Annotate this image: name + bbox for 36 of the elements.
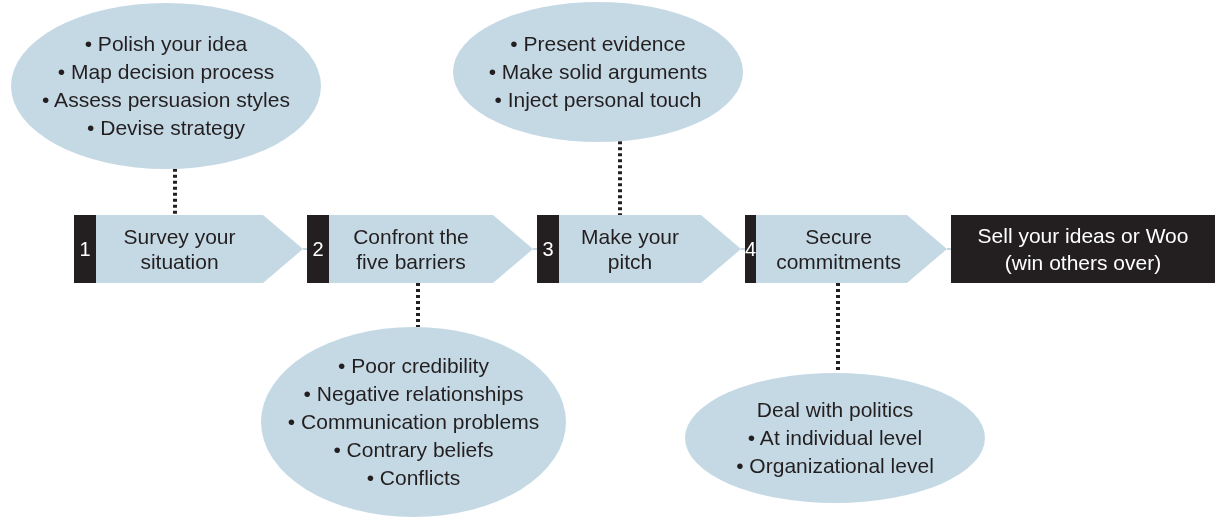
bullet-item: • Present evidence xyxy=(510,31,686,57)
bullet-item: • Communication problems xyxy=(287,409,540,435)
flow-connector xyxy=(740,248,746,250)
step-number: 2 xyxy=(307,215,329,283)
bullet-item: • Organizational level xyxy=(736,453,934,479)
flow-connector xyxy=(302,248,308,250)
process-step xyxy=(537,215,741,283)
flow-connector xyxy=(532,248,538,250)
bullet-item: • Conflicts xyxy=(366,465,461,491)
step-number: 1 xyxy=(74,215,96,283)
flow-connector xyxy=(946,248,952,250)
bullet-item: • Make solid arguments xyxy=(488,59,708,85)
step-number: 4 xyxy=(745,215,757,283)
dotted-connector xyxy=(836,283,840,373)
bullet-item: • Polish your idea xyxy=(84,31,248,57)
goal-box: Sell your ideas or Woo (win others over) xyxy=(951,215,1215,283)
step-label: Confront the five barriers xyxy=(352,224,470,274)
dotted-connector xyxy=(618,141,622,215)
bullet-item: • Poor credibility xyxy=(338,353,489,379)
bullet-item: • Map decision process xyxy=(57,59,275,85)
bullet-item: • Contrary beliefs xyxy=(333,437,494,463)
step-number: 3 xyxy=(537,215,559,283)
dotted-connector xyxy=(173,168,177,215)
process-step xyxy=(745,215,947,283)
bullet-item: Deal with politics xyxy=(756,397,914,423)
process-step xyxy=(307,215,533,283)
step-label: Survey your situation xyxy=(122,224,237,274)
bullet-item: • Inject personal touch xyxy=(494,87,702,113)
dotted-connector xyxy=(416,283,420,328)
bullet-item: • Negative relationships xyxy=(303,381,524,407)
bullet-item: • Devise strategy xyxy=(87,115,245,141)
bullet-item: • At individual level xyxy=(747,425,923,451)
step-label: Secure commitments xyxy=(775,224,902,274)
process-step xyxy=(74,215,303,283)
bullet-item: • Assess persuasion styles xyxy=(42,87,290,113)
step-label: Make your pitch xyxy=(579,224,680,274)
